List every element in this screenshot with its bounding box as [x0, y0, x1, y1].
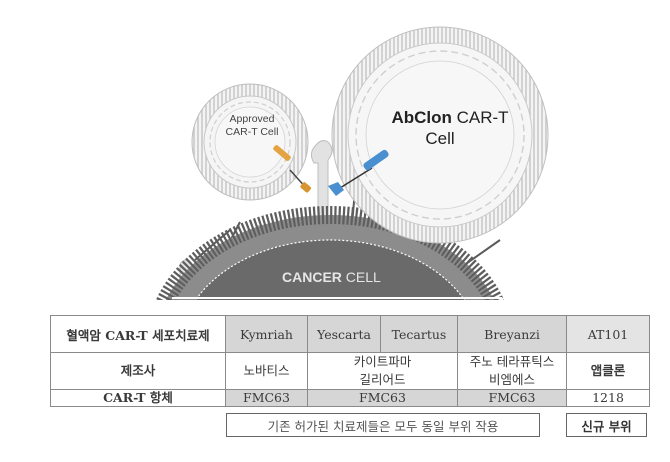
approved-cell-label-line1: Approved: [230, 113, 275, 125]
abclon-cell-label: AbClon CAR-T: [391, 108, 508, 127]
antibody-at101: 1218: [566, 389, 650, 407]
manufacturer-kite: 카이트파마 길리어드: [307, 352, 458, 390]
new-site-note: 신규 부위: [566, 413, 647, 437]
existing-therapies-note: 기존 허가된 치료제들은 모두 동일 부위 작용: [226, 413, 540, 437]
manufacturer-juno-line1: 주노 테라퓨틱스: [469, 354, 555, 369]
manufacturer-kite-line1: 카이트파마: [353, 354, 412, 369]
table-row-manufacturer: 제조사 노바티스 카이트파마 길리어드 주노 테라퓨틱스 비엠에스 앱클론: [50, 352, 650, 390]
manufacturer-label: 제조사: [50, 352, 226, 390]
header-kymriah: Kymriah: [225, 315, 308, 353]
approved-car-t-cell: Approved CAR-T Cell: [191, 83, 309, 201]
car-t-binding-illustration: CANCER CELL Approved CAR-T Cell AbClon C…: [155, 26, 549, 300]
manufacturer-juno-line2: 비엠에스: [488, 372, 535, 387]
antibody-kymriah: FMC63: [225, 389, 308, 407]
approved-car-receptor-icon: [273, 145, 311, 193]
manufacturer-kymriah: 노바티스: [225, 352, 308, 390]
header-tecartus: Tecartus: [380, 315, 458, 353]
abclon-cell-label-line2: Cell: [425, 129, 454, 148]
car-t-comparison-table: 혈액암 CAR-T 세포치료제 Kymriah Yescarta Tecartu…: [50, 315, 650, 407]
table-header-row: 혈액암 CAR-T 세포치료제 Kymriah Yescarta Tecartu…: [50, 315, 650, 353]
header-yescarta: Yescarta: [307, 315, 381, 353]
manufacturer-abclon: 앱클론: [566, 352, 650, 390]
header-at101: AT101: [566, 315, 650, 353]
abclon-car-receptor-icon: [328, 149, 389, 196]
antibody-breyanzi: FMC63: [457, 389, 567, 407]
abclon-car-t-cell: AbClon CAR-T Cell: [331, 26, 549, 244]
header-label: 혈액암 CAR-T 세포치료제: [50, 315, 226, 353]
manufacturer-juno: 주노 테라퓨틱스 비엠에스: [457, 352, 567, 390]
cancer-cell-label: CANCER CELL: [282, 269, 381, 285]
antibody-kite: FMC63: [307, 389, 458, 407]
approved-cell-label-line2: CAR-T Cell: [226, 126, 279, 138]
header-breyanzi: Breyanzi: [457, 315, 567, 353]
manufacturer-kite-line2: 길리어드: [359, 372, 406, 387]
antibody-label: CAR-T 항체: [50, 389, 226, 407]
table-row-antibody: CAR-T 항체 FMC63 FMC63 FMC63 1218: [50, 389, 650, 407]
